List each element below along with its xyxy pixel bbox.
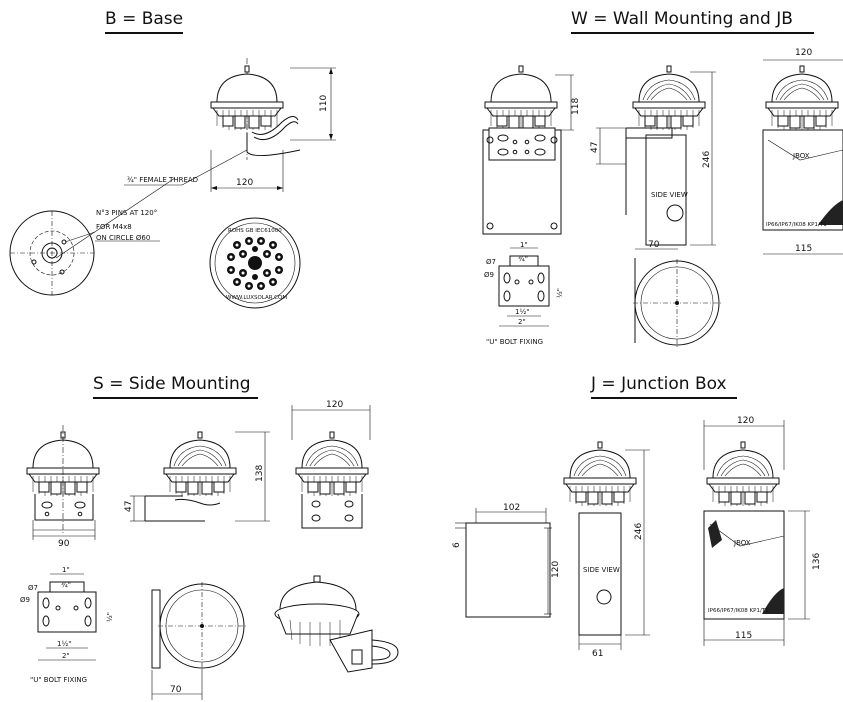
wall-ubolt-detail: 1" ¾" Ø7 Ø9 ½" 1½" 2" "U" BOLT FIXING	[484, 241, 564, 346]
wall-width-115: 115	[795, 244, 812, 254]
jbox-plate-text: IP66/IP67/IK08 KP1/T1	[708, 608, 769, 614]
wall-top-view: 70	[633, 240, 721, 347]
wall-jb-view: JBOX IP66/IP67/IK08 KP1/T1 120 115	[762, 48, 843, 255]
wall-side-view-label: SIDE VIEW	[651, 191, 688, 199]
section-title-base: B = Base	[105, 9, 184, 29]
base-pins-line-1: N°3 PINS AT 120°	[96, 209, 157, 217]
wall-jbox-plate: IP66/IP67/IK08 KP1/T1	[766, 222, 827, 228]
jbox-width-102: 102	[503, 503, 520, 513]
jbox-height-246: 246	[634, 523, 644, 540]
wall-width-70: 70	[648, 240, 660, 250]
wall-ubolt-caption: "U" BOLT FIXING	[486, 338, 543, 346]
side-width-120: 120	[326, 400, 343, 410]
section-title-jbox: J = Junction Box	[591, 374, 727, 394]
jbox-side-view-label: SIDE VIEW	[583, 566, 620, 574]
section-title-wall: W = Wall Mounting and JB	[571, 9, 793, 29]
side-ubolt-1in: 1"	[62, 566, 70, 574]
base-width-dim: 120	[236, 178, 253, 188]
side-height-138: 138	[255, 465, 265, 482]
section-title-base-underline	[105, 32, 183, 34]
wall-ubolt-phi9: Ø9	[484, 271, 494, 279]
wall-ubolt-2in: 2"	[518, 318, 526, 326]
side-offset-47: 47	[124, 501, 134, 512]
side-ubolt-phi7: Ø7	[28, 584, 38, 592]
wall-ubolt-1in: 1"	[520, 241, 528, 249]
jbox-height-120: 120	[551, 561, 561, 578]
side-front-view: 90	[26, 425, 100, 549]
jbox-thick-6: 6	[452, 542, 462, 548]
wall-offset-47: 47	[590, 142, 600, 153]
side-ubolt-phi9: Ø9	[20, 596, 30, 604]
section-title-jbox-underline	[591, 397, 737, 399]
base-disc-top-text: ROHS GB IEC61000	[228, 228, 282, 234]
jbox-height-136: 136	[812, 553, 822, 570]
base-height-dim: 110	[319, 95, 329, 112]
base-pins-line-3: ON CIRCLE Ø60	[96, 234, 150, 242]
side-width-70: 70	[170, 685, 182, 695]
side-rear-view: 120	[291, 400, 371, 529]
wall-ubolt-1half: 1½"	[515, 308, 529, 316]
wall-front-view: 118	[482, 65, 581, 235]
side-ubolt-caption: "U" BOLT FIXING	[30, 676, 87, 684]
section-title-side-underline	[93, 397, 258, 399]
jbox-width-120: 120	[737, 416, 754, 426]
jbox-width-61: 61	[592, 649, 603, 659]
side-ubolt-1half: 1½"	[57, 640, 71, 648]
section-title-side: S = Side Mounting	[93, 374, 251, 394]
base-label-disc: ROHS GB IEC61000 WWW.LUXSOLAR.COM	[209, 217, 301, 309]
wall-height-246: 246	[702, 151, 712, 168]
base-side-view: 110 120 ¾" FEMALE THREAD	[124, 58, 336, 192]
jbox-width-115: 115	[735, 631, 752, 641]
wall-height-118: 118	[571, 98, 581, 115]
jbox-front-view: JBOX IP66/IP67/IK08 KP1/T1 120 136 115	[703, 416, 822, 646]
base-bottom-view: N°3 PINS AT 120° FOR M4x8 ON CIRCLE Ø60	[9, 177, 176, 296]
jbox-jbox-label: JBOX	[733, 539, 751, 547]
side-width-90: 90	[58, 539, 70, 549]
wall-ubolt-half: ½"	[556, 288, 564, 298]
side-top-view: 70	[151, 582, 246, 700]
side-ubolt-3q: ¾"	[61, 581, 71, 589]
base-disc-bottom-text: WWW.LUXSOLAR.COM	[226, 295, 287, 301]
wall-ubolt-phi7: Ø7	[486, 258, 496, 266]
side-perspective-view	[274, 575, 399, 673]
wall-jbox-label: JBOX	[792, 152, 810, 160]
side-ubolt-detail: 1" ¾" Ø7 Ø9 ½" 1½" 2" "U" BOLT FIXING	[20, 566, 114, 684]
wall-side-view: SIDE VIEW 47 246	[590, 66, 716, 246]
wall-ubolt-3q: ¾"	[518, 255, 528, 263]
base-pins-line-2: FOR M4x8	[96, 223, 132, 231]
jbox-side-view: SIDE VIEW 61 246	[564, 442, 650, 659]
side-ubolt-2in: 2"	[62, 652, 70, 660]
section-title-wall-underline	[571, 32, 814, 34]
side-side-view: 47 138	[124, 431, 270, 522]
wall-width-120: 120	[795, 48, 812, 58]
side-ubolt-half: ½"	[106, 612, 114, 622]
base-thread-label: ¾" FEMALE THREAD	[127, 176, 198, 184]
jbox-plate-view: 102 6 120	[452, 503, 561, 618]
